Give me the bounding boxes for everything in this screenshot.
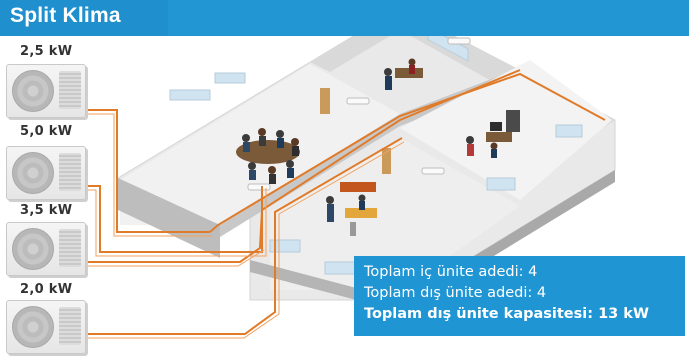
window xyxy=(169,89,211,101)
indoor-ac-unit xyxy=(421,167,445,175)
outdoor-unit-1 xyxy=(6,64,86,118)
fan-icon xyxy=(12,228,54,270)
reception-room-floor xyxy=(270,138,520,290)
window xyxy=(324,261,356,275)
fan-icon xyxy=(12,70,54,112)
manager-office xyxy=(384,58,423,90)
total-capacity: Toplam dış ünite kapasitesi: 13 kW xyxy=(364,306,649,322)
door xyxy=(320,88,330,114)
grille xyxy=(59,307,81,345)
indoor-unit-count: Toplam iç ünite adedi: 4 xyxy=(364,264,538,280)
door xyxy=(382,148,391,174)
outdoor-unit-4 xyxy=(6,300,86,354)
window xyxy=(269,239,301,253)
grille xyxy=(59,229,81,267)
it-office xyxy=(466,110,520,158)
title-tab xyxy=(0,0,168,36)
reception-office xyxy=(326,182,377,236)
unit-label-4: 2,0 kW xyxy=(20,282,73,297)
outdoor-unit-2 xyxy=(6,146,86,200)
fan-icon xyxy=(12,306,54,348)
meeting-people xyxy=(242,128,299,184)
indoor-ac-unit xyxy=(247,183,271,191)
grille xyxy=(59,71,81,109)
outdoor-unit-3 xyxy=(6,222,86,276)
window xyxy=(555,124,583,138)
front-left-wall xyxy=(118,178,220,258)
summary-box: Toplam iç ünite adedi: 4 Toplam dış ünit… xyxy=(354,256,685,336)
outdoor-unit-count: Toplam dış ünite adedi: 4 xyxy=(364,285,547,301)
unit-label-1: 2,5 kW xyxy=(20,44,73,59)
window xyxy=(486,177,516,191)
page-title: Split Klima xyxy=(10,4,121,27)
refrigerant-pipes-secondary xyxy=(86,113,405,339)
fan-icon xyxy=(12,152,54,194)
grille xyxy=(59,153,81,191)
window xyxy=(214,72,246,84)
refrigerant-pipes xyxy=(84,69,606,335)
unit-label-2: 5,0 kW xyxy=(20,124,73,139)
unit-label-3: 3,5 kW xyxy=(20,203,73,218)
indoor-ac-unit xyxy=(447,37,471,45)
divider-wall-1 xyxy=(220,114,400,237)
indoor-ac-unit xyxy=(346,97,370,105)
